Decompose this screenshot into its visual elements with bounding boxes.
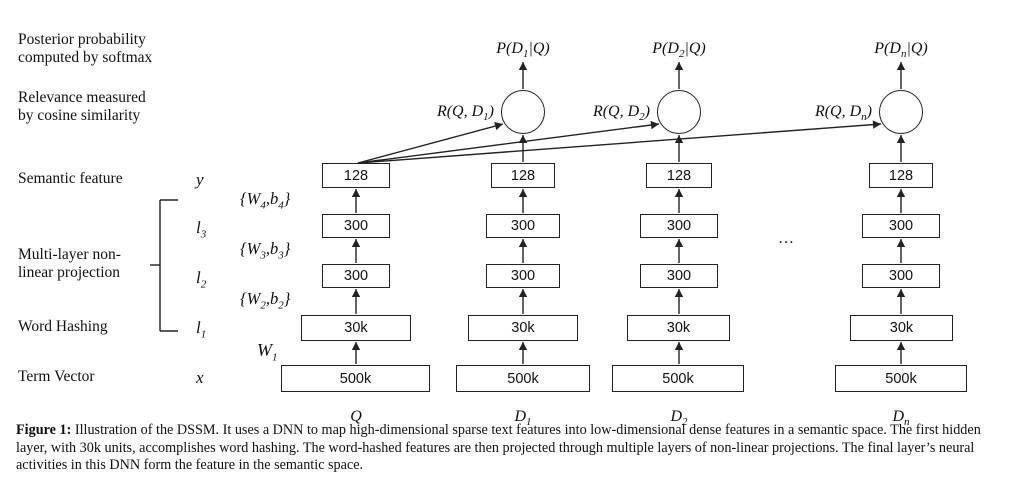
arrow-c2-l2-l3-head [674,239,684,247]
arrow-q-to-cos1-head [494,122,503,131]
arrow-q-to-cos3-shaft [357,123,882,164]
layer-var-l3: l3 [196,218,207,241]
dn-input-500k: 500k [835,365,967,392]
d1-relevance-label: R(Q, D1) [436,103,494,124]
q-label: Q [350,408,362,425]
arrow-c3-x-l1-head [896,342,906,350]
arrow-c0-l3-y-head [351,189,361,197]
q-semantic-128: 128 [322,163,390,188]
arrow-q-to-cos2-shaft [357,123,660,164]
d2-input-500k: 500k [612,365,744,392]
dn-posterior-label: P(Dn|Q) [874,40,928,61]
layer-var-y: y [196,170,204,189]
figure-caption: Figure 1: Illustration of the DSSM. It u… [16,422,1008,475]
arrow-c3-l3-y-head [896,189,906,197]
arrow-c1-x-l1-head [518,342,528,350]
dn-relevance-label: R(Q, Dn) [814,103,872,124]
arrow-d2-cos-post-head [674,62,684,70]
term-vector-label: Term Vector [18,368,95,385]
dn-hidden-l3: 300 [862,214,940,238]
caption-text: Illustration of the DSSM. It uses a DNN … [16,422,981,473]
arrow-d3-y-cos-head [896,135,906,143]
arrow-c0-l1-l2-head [351,289,361,297]
connection-arrows [150,62,906,364]
d1-posterior-label: P(D1|Q) [496,40,550,61]
arrow-c0-l2-l3-head [351,239,361,247]
d2-hash-30k: 30k [627,315,730,341]
dn-cosine-node [879,90,923,134]
q-hash-30k: 30k [301,315,411,341]
d2-relevance-label: R(Q, D2) [592,103,650,124]
layer-var-l2: l2 [196,268,207,291]
d1-semantic-128: 128 [491,163,555,188]
weights-w2-b2: {W2,b2} [240,289,291,312]
d1-input-500k: 500k [456,365,590,392]
arrow-q-to-cos2-head [650,120,659,130]
arrow-d3-cos-post-head [896,62,906,70]
d2-cosine-node [657,90,701,134]
weights-w3-b3: {W3,b3} [240,239,291,262]
semantic-feature-label: Semantic feature [18,170,123,187]
d2-posterior-label: P(D2|Q) [652,40,706,61]
arrow-q-to-cos3-head [872,120,881,129]
d2-semantic-128: 128 [646,163,712,188]
arrow-c3-l1-l2-head [896,289,906,297]
arrow-c2-l1-l2-head [674,289,684,297]
arrow-c0-x-l1-head [351,342,361,350]
dn-hash-30k: 30k [850,315,953,341]
word-hashing-label: Word Hashing [18,318,108,335]
d2-hidden-l2: 300 [640,264,718,288]
q-input-500k: 500k [281,365,430,392]
arrow-c2-l3-y-head [674,189,684,197]
layer-var-x: x [196,368,204,387]
d2-hidden-l3: 300 [640,214,718,238]
q-hidden-l3: 300 [322,214,390,238]
d2-label: D2 [670,408,688,429]
d1-hidden-l3: 300 [486,214,560,238]
layer-var-l1: l1 [196,318,207,341]
multilayer-projection-label: Multi-layer non-linear projection [18,246,121,281]
dn-label: Dn [892,408,910,429]
d1-label: D1 [514,408,532,429]
d1-hidden-l2: 300 [486,264,560,288]
dn-hidden-l2: 300 [862,264,940,288]
ellipsis: … [778,230,794,247]
dn-semantic-128: 128 [869,163,933,188]
arrow-c3-l2-l3-head [896,239,906,247]
arrow-q-to-cos1-shaft [357,123,504,164]
arrow-d1-cos-post-head [518,62,528,70]
arrow-c2-x-l1-head [674,342,684,350]
arrow-c1-l1-l2-head [518,289,528,297]
d1-hash-30k: 30k [468,315,578,341]
weights-w4-b4: {W4,b4} [240,189,291,212]
arrow-c1-l3-y-head [518,189,528,197]
weights-w1: W1 [257,340,278,364]
caption-title: Figure 1: [16,422,72,438]
q-hidden-l2: 300 [322,264,390,288]
d1-cosine-node [501,90,545,134]
arrow-c1-l2-l3-head [518,239,528,247]
